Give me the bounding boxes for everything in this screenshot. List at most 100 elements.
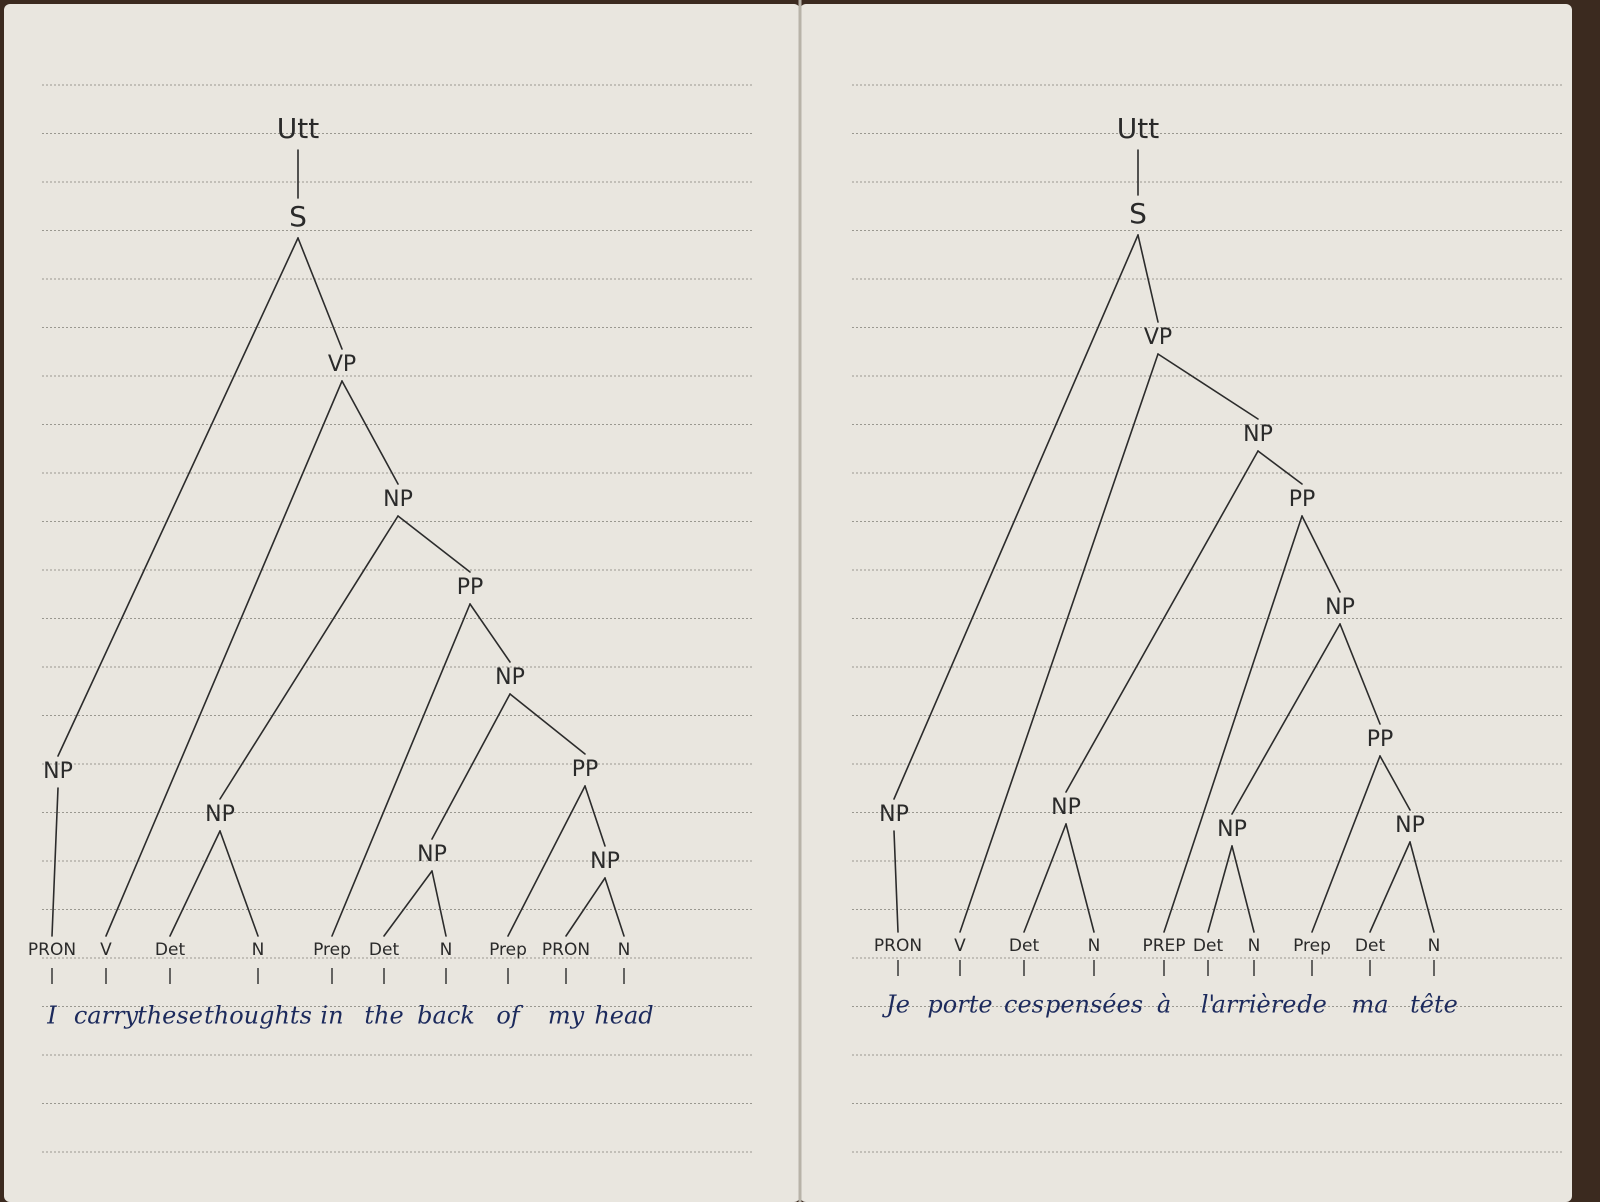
tree-edge — [469, 603, 511, 663]
pos-tag-prep: PREP — [1142, 936, 1185, 956]
tree-edge — [383, 870, 433, 937]
tree-edge — [1379, 755, 1411, 811]
tree-edge — [169, 830, 221, 937]
tree-labels: UttSNPPRONIVPVcarryNPNPDettheseNthoughts… — [28, 112, 654, 1030]
pos-tag-n: N — [1248, 936, 1261, 956]
pos-tag-n: N — [440, 940, 453, 960]
tree-edge — [1157, 353, 1259, 420]
pos-tag-det: Det — [155, 940, 186, 960]
tree-edge — [893, 830, 899, 933]
tree-edge — [1163, 515, 1303, 933]
sentence-word: pensées — [1045, 991, 1143, 1019]
sentence-word: l' — [1201, 991, 1215, 1019]
pos-tag-det: Det — [1355, 936, 1386, 956]
node-np: NP — [43, 759, 73, 784]
sentence-word: back — [417, 1002, 475, 1030]
sentence-word: porte — [927, 991, 992, 1019]
pos-tag-n: N — [1088, 936, 1101, 956]
node-utt: Utt — [1117, 112, 1159, 145]
tree-edge — [1231, 623, 1341, 815]
right-page — [800, 4, 1572, 1202]
pos-tag-prep: Prep — [489, 940, 527, 960]
sentence-word: these — [137, 1002, 203, 1030]
tree-edge — [509, 693, 586, 755]
tree-edge — [57, 237, 299, 757]
tree-edges — [51, 149, 625, 984]
pos-tag-v: V — [100, 940, 112, 960]
tree-edge — [959, 353, 1159, 933]
sentence-word: ma — [1351, 991, 1388, 1019]
pos-tag-n: N — [1428, 936, 1441, 956]
node-pp: PP — [1367, 727, 1394, 752]
tree-edge — [604, 877, 625, 937]
tree-edge — [1023, 823, 1067, 933]
tree-edge — [584, 785, 606, 847]
tree-edge — [1065, 823, 1095, 933]
tree-edge — [1369, 841, 1411, 933]
node-np: NP — [1217, 817, 1247, 842]
pos-tag-prep: Prep — [1293, 936, 1331, 956]
tree-edge — [341, 380, 399, 485]
tree-edge — [1231, 845, 1255, 933]
pos-tag-v: V — [954, 936, 966, 956]
tree-edge — [507, 785, 586, 937]
node-vp: VP — [1144, 325, 1172, 350]
node-pp: PP — [572, 757, 599, 782]
pos-tag-n: N — [618, 940, 631, 960]
node-np: NP — [590, 849, 620, 874]
tree-edge — [565, 877, 606, 937]
pos-tag-pron: PRON — [874, 936, 922, 956]
sentence-word: de — [1297, 991, 1327, 1019]
node-np: NP — [205, 802, 235, 827]
tree-edge — [431, 870, 447, 937]
tree-edge — [1339, 623, 1381, 725]
tree-edges — [893, 149, 1435, 976]
tree-edge — [297, 237, 343, 350]
pos-tag-det: Det — [369, 940, 400, 960]
tree-edge — [219, 830, 259, 937]
sentence-word: in — [320, 1002, 343, 1030]
english-parse-tree: UttSNPPRONIVPVcarryNPNPDettheseNthoughts… — [28, 112, 654, 1030]
node-np: NP — [1395, 813, 1425, 838]
node-vp: VP — [328, 352, 356, 377]
left-page — [4, 4, 800, 1202]
node-utt: Utt — [277, 112, 319, 145]
sentence-word: tête — [1410, 991, 1458, 1019]
node-np: NP — [1325, 595, 1355, 620]
sentence-word: head — [594, 1002, 653, 1030]
node-s: S — [289, 200, 307, 233]
tree-edge — [1065, 450, 1259, 793]
tree-edge — [105, 380, 343, 937]
pos-tag-det: Det — [1009, 936, 1040, 956]
pos-tag-pron: PRON — [28, 940, 76, 960]
pos-tag-n: N — [252, 940, 265, 960]
sentence-word: Je — [881, 991, 910, 1019]
sentence-word: ces — [1004, 991, 1044, 1019]
tree-edge — [1409, 841, 1435, 933]
sentence-word: arrière — [1212, 991, 1297, 1019]
tree-edge — [331, 603, 471, 937]
pos-tag-pron: PRON — [542, 940, 590, 960]
node-np: NP — [1243, 422, 1273, 447]
node-pp: PP — [457, 575, 484, 600]
sentence-word: the — [364, 1002, 403, 1030]
tree-edge — [1137, 234, 1159, 323]
node-np: NP — [1051, 795, 1081, 820]
tree-edge — [431, 693, 511, 840]
sentence-word: of — [496, 1002, 523, 1030]
pos-tag-prep: Prep — [313, 940, 351, 960]
tree-edge — [219, 515, 399, 800]
tree-edge — [1257, 450, 1303, 485]
node-np: NP — [383, 487, 413, 512]
sentence-word: I — [46, 1002, 57, 1030]
tree-edge — [1207, 845, 1233, 933]
node-s: S — [1129, 197, 1147, 230]
node-np: NP — [495, 665, 525, 690]
node-pp: PP — [1289, 487, 1316, 512]
tree-edge — [893, 234, 1139, 800]
sentence-word: thoughts — [204, 1002, 312, 1030]
